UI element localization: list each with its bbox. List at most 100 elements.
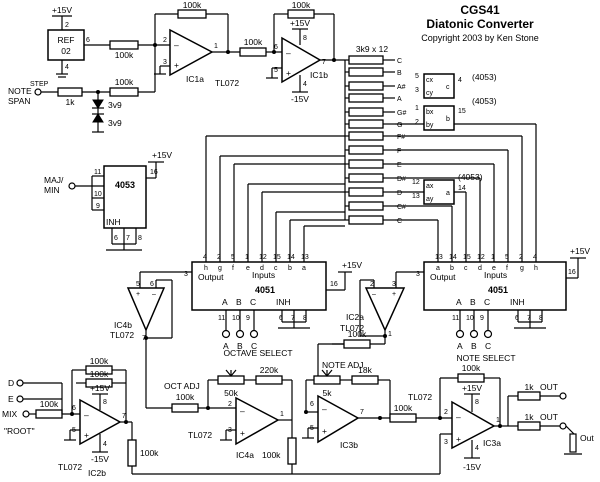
mux-pin-letter: c	[464, 265, 468, 272]
svg-text:4051: 4051	[255, 285, 275, 295]
svg-text:6: 6	[274, 44, 278, 51]
select-letter: A	[223, 341, 229, 351]
note-span-input: STEP NOTE SPAN 1k 100k 3v9 3v9	[8, 45, 156, 133]
svg-text:8: 8	[475, 399, 479, 406]
svg-text:D: D	[8, 378, 14, 388]
input-e-jack[interactable]	[16, 395, 24, 403]
mux-pin-letter: e	[246, 265, 250, 272]
select-pin-number: 10	[466, 315, 474, 322]
svg-text:IC4a: IC4a	[236, 450, 254, 460]
svg-text:–: –	[240, 406, 245, 416]
svg-text:4: 4	[458, 77, 462, 84]
svg-text:SPAN: SPAN	[8, 96, 31, 106]
mux-pin-number: 15	[273, 254, 281, 261]
svg-text:IC4b: IC4b	[114, 320, 132, 330]
ladder-resistor	[348, 187, 384, 197]
ladder-note-label: D#	[397, 176, 406, 183]
resistor-mid	[239, 47, 267, 57]
note-span-jack[interactable]	[34, 88, 42, 96]
svg-text:INH: INH	[510, 297, 525, 307]
select-letter: C	[485, 341, 491, 351]
svg-text:MIN: MIN	[44, 185, 60, 195]
select-terminal[interactable]	[455, 329, 465, 339]
svg-text:A: A	[222, 297, 228, 307]
svg-text:TL072: TL072	[408, 392, 432, 402]
svg-text:Output: Output	[198, 272, 224, 282]
out-jack-icon[interactable]	[569, 433, 577, 453]
svg-text:–: –	[322, 404, 327, 414]
select-terminal[interactable]	[249, 329, 259, 339]
svg-text:3v9: 3v9	[108, 118, 122, 128]
svg-text:1: 1	[496, 417, 500, 424]
svg-text:TL072: TL072	[215, 78, 239, 88]
out1-jack[interactable]	[559, 392, 567, 400]
svg-text:2: 2	[163, 37, 167, 44]
svg-text:+15V: +15V	[570, 246, 590, 256]
resistor-in	[109, 87, 139, 97]
ladder-resistor	[348, 119, 384, 129]
resistor-note	[57, 87, 83, 97]
svg-text:Inputs: Inputs	[484, 270, 507, 280]
select-terminal[interactable]	[483, 329, 493, 339]
svg-text:50k: 50k	[224, 388, 238, 398]
svg-text:–: –	[456, 412, 461, 422]
svg-text:100k: 100k	[176, 392, 195, 402]
svg-text:-15V: -15V	[463, 462, 481, 472]
input-d-jack[interactable]	[16, 379, 24, 387]
mux-pin-letter: d	[478, 265, 482, 272]
ic1a-opamp	[169, 28, 214, 77]
majmin-jack[interactable]	[68, 182, 76, 190]
mux-pin-letter: h	[534, 265, 538, 272]
svg-text:–: –	[174, 40, 179, 50]
select-pin-number: 11	[218, 315, 225, 322]
svg-text:TL072: TL072	[58, 462, 82, 472]
out2-jack[interactable]	[559, 422, 567, 430]
ladder-note-label: C#	[397, 204, 406, 211]
svg-text:4053: 4053	[115, 180, 135, 190]
pot-50k[interactable]	[217, 375, 245, 385]
select-terminal[interactable]	[469, 329, 479, 339]
ic1b-opamp	[281, 36, 322, 84]
svg-text:+15V: +15V	[342, 260, 362, 270]
svg-text:–: –	[286, 48, 291, 58]
pot-5k[interactable]	[313, 375, 341, 385]
mux-pin-number: 2	[217, 254, 221, 261]
ladder-resistor	[348, 201, 384, 211]
ladder-resistor	[348, 131, 384, 141]
svg-text:-15V: -15V	[91, 454, 109, 464]
resistor-out2	[517, 421, 541, 431]
svg-text:10: 10	[94, 191, 102, 198]
mux-pin-letter: a	[436, 265, 440, 272]
svg-text:A: A	[456, 297, 462, 307]
svg-text:100k: 100k	[394, 403, 413, 413]
svg-text:a: a	[446, 190, 450, 197]
ic1a: – + 2 3 1 IC1a TL072 100k	[153, 0, 240, 88]
resistor-note-adj	[343, 339, 371, 349]
svg-text:c: c	[446, 84, 450, 91]
svg-text:100k: 100k	[348, 329, 367, 339]
svg-text:TL072: TL072	[340, 323, 364, 333]
svg-text:C: C	[484, 297, 490, 307]
mux-pin-letter: a	[302, 265, 306, 272]
ladder-note-label: F#	[397, 134, 405, 141]
resistor-gnd	[287, 437, 297, 465]
svg-text:cy: cy	[426, 90, 434, 97]
input-mix-jack[interactable]	[22, 410, 30, 418]
select-terminal[interactable]	[221, 329, 231, 339]
ic3a: TL072 100k – + 2 3 1 +15V 8 4 -15V IC3a …	[408, 363, 594, 474]
svg-text:5: 5	[415, 73, 419, 80]
svg-text:IC3b: IC3b	[340, 440, 358, 450]
svg-text:2: 2	[228, 401, 232, 408]
mux-pin-letter: h	[204, 265, 208, 272]
mux-pin-letter: e	[492, 265, 496, 272]
resistor-ref	[109, 40, 139, 50]
svg-text:100k: 100k	[140, 448, 159, 458]
select-pin-number: 11	[452, 315, 459, 322]
svg-text:9: 9	[96, 203, 100, 210]
svg-text:100k: 100k	[183, 0, 202, 10]
svg-text:3: 3	[416, 271, 420, 278]
select-terminal[interactable]	[235, 329, 245, 339]
svg-text:+15V: +15V	[290, 18, 310, 28]
